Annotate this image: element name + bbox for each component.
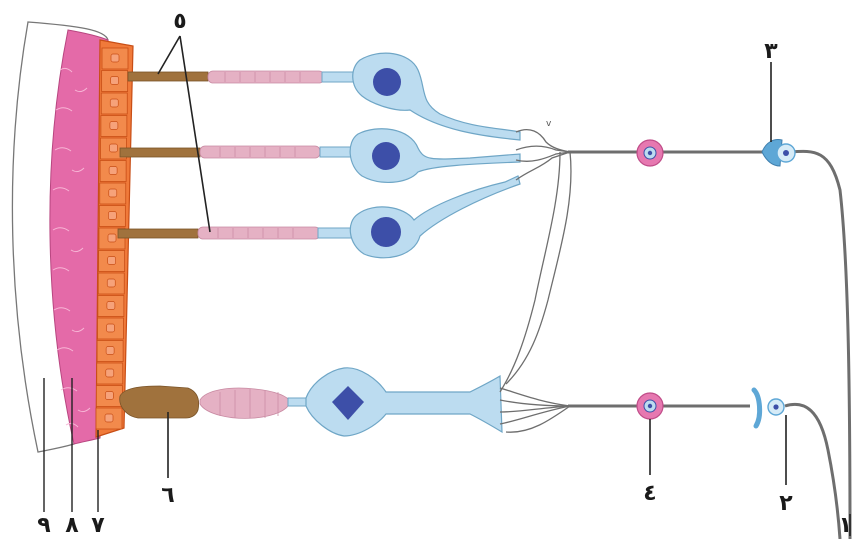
axon-lines xyxy=(568,149,852,539)
horizontal-cell-bottom xyxy=(751,387,785,429)
choroid-layer xyxy=(49,29,109,445)
pigment-cell-nucleus xyxy=(107,233,117,243)
pigment-cell-nucleus xyxy=(108,211,117,220)
rod-cell-1 xyxy=(321,52,521,141)
rod-cell-2 xyxy=(319,128,521,183)
rod-cell-3 xyxy=(317,175,521,259)
pigment-cell-nucleus xyxy=(105,391,114,400)
cone-cell xyxy=(287,367,503,437)
cone-inner-segment xyxy=(199,387,291,419)
ganglion-cell-top xyxy=(636,139,664,167)
choroid-texture xyxy=(52,67,91,428)
pigment-cell-nucleus xyxy=(109,121,119,130)
rod-inner-segment-3 xyxy=(197,226,321,240)
label-7: ٧ xyxy=(91,513,105,538)
leader-lines xyxy=(157,35,851,536)
segment-striations xyxy=(217,72,301,418)
pigment-cell-nucleus xyxy=(105,368,115,378)
label-4: ٤ xyxy=(643,481,656,506)
label-3: ٣ xyxy=(764,39,778,64)
rod-outer-segment-1 xyxy=(127,71,209,82)
rod-outer-segment-2 xyxy=(119,147,201,158)
layer-leaders xyxy=(43,378,99,512)
pigment-cell-nucleus xyxy=(110,76,119,85)
ganglion-cell-bottom xyxy=(636,392,664,420)
pigment-cell-nucleus xyxy=(109,143,118,153)
pigment-cell-nucleus xyxy=(104,413,114,423)
pigment-cell-nucleus xyxy=(106,278,116,288)
pigment-cell-nucleus xyxy=(106,323,115,333)
pigment-cell-nucleus xyxy=(105,346,115,355)
label-2: ٢ xyxy=(779,491,793,516)
pigment-cell-nucleus xyxy=(106,301,116,310)
horizontal-cell-top xyxy=(761,139,796,167)
label-1: ١ xyxy=(839,513,852,538)
pigment-cell-nucleus xyxy=(109,98,119,108)
pigment-cell-nucleus xyxy=(108,188,118,198)
label-8: ٨ xyxy=(65,513,79,538)
pigment-cells xyxy=(95,47,129,430)
pigment-cell-nucleus xyxy=(107,256,116,265)
rod-inner-segment-2 xyxy=(199,145,321,159)
label-6: ٦ xyxy=(161,483,174,508)
bipolar-synapses xyxy=(499,128,572,433)
label-9: ٩ xyxy=(37,513,50,538)
cone-outer-segment xyxy=(119,385,200,419)
pigment-cell-nucleus xyxy=(108,166,118,175)
pigment-cell-nucleus xyxy=(110,53,120,63)
synapse-mark: v xyxy=(546,119,552,129)
rod-outer-segment-3 xyxy=(117,228,199,239)
label-5: ٥ xyxy=(173,9,186,34)
